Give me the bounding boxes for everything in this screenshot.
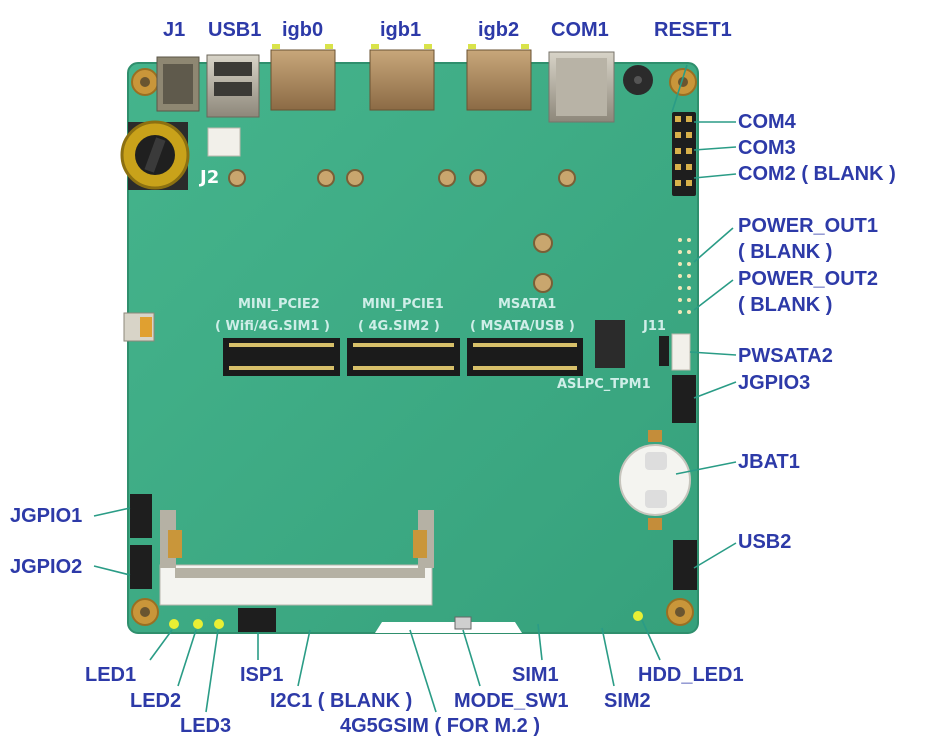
jgpio1-header — [130, 494, 152, 538]
label-4g5gsim: 4G5GSIM ( FOR M.2 ) — [340, 715, 541, 737]
label-usb2: USB2 — [738, 531, 792, 553]
label-power-out2: POWER_OUT2 — [738, 268, 879, 290]
jbat1-battery — [619, 444, 691, 516]
label-sim2: SIM2 — [604, 690, 651, 712]
label-jgpio1: JGPIO1 — [10, 505, 83, 527]
igb2-rj45 — [466, 49, 532, 111]
label-usb1: USB1 — [208, 19, 262, 41]
label-isp1: ISP1 — [240, 664, 284, 686]
hdd-led1 — [633, 611, 643, 621]
silk-mini-pcie1: MINI_PCIE1 — [362, 297, 444, 312]
leader-lines — [93, 64, 737, 713]
label-led2: LED2 — [130, 690, 182, 712]
igb1-rj45 — [369, 49, 435, 111]
label-led1: LED1 — [85, 664, 137, 686]
label-sim1: SIM1 — [512, 664, 559, 686]
label-igb1: igb1 — [380, 19, 422, 41]
usb2-header — [673, 540, 697, 590]
isp1-header — [238, 608, 276, 632]
pwsata2-connector — [671, 333, 691, 371]
label-jgpio2: JGPIO2 — [10, 556, 83, 578]
silk-msata1-sub: ( MSATA/USB ) — [470, 319, 575, 334]
label-led3: LED3 — [180, 715, 232, 737]
label-power-out1: POWER_OUT1 — [738, 215, 879, 237]
led2 — [193, 619, 203, 629]
led3 — [214, 619, 224, 629]
pcb-notch — [375, 622, 522, 633]
label-i2c1: I2C1 ( BLANK ) — [270, 690, 413, 712]
label-reset1: RESET1 — [654, 19, 732, 41]
label-pwsata2: PWSATA2 — [738, 345, 833, 367]
jgpio3-header — [672, 375, 696, 423]
label-com2: COM2 ( BLANK ) — [738, 163, 896, 185]
label-jgpio3: JGPIO3 — [738, 372, 811, 394]
silk-j11: J11 — [643, 319, 666, 334]
j11-header — [659, 336, 669, 366]
mode-sw1 — [454, 616, 472, 630]
power-out-pads — [678, 238, 691, 314]
aslpc-tpm-header — [595, 320, 625, 368]
silk-aslpc-tpm1: ASLPC_TPM1 — [557, 377, 651, 392]
silk-msata1: MSATA1 — [498, 297, 557, 312]
label-igb0: igb0 — [282, 19, 324, 41]
standoffs — [228, 169, 576, 293]
silk-mini-pcie1-sub: ( 4G.SIM2 ) — [358, 319, 440, 334]
j2-connector — [207, 127, 241, 157]
label-com3: COM3 — [738, 137, 796, 159]
silk-mini-pcie2: MINI_PCIE2 — [238, 297, 320, 312]
label-com1: COM1 — [551, 19, 609, 41]
label-mode-sw1: MODE_SW1 — [454, 690, 569, 712]
silk-mini-pcie2-sub: ( Wifi/4G.SIM1 ) — [215, 319, 330, 334]
led1 — [169, 619, 179, 629]
label-jbat1: JBAT1 — [738, 451, 800, 473]
label-com4: COM4 — [738, 111, 796, 133]
igb0-rj45 — [270, 49, 336, 111]
label-j1: J1 — [163, 19, 186, 41]
label-igb2: igb2 — [478, 19, 520, 41]
label-hdd-led1: HDD_LED1 — [638, 664, 744, 686]
silk-j2: J2 — [200, 167, 220, 188]
jgpio2-header — [130, 545, 152, 589]
label-power-out2-blank: ( BLANK ) — [738, 294, 833, 316]
label-power-out1-blank: ( BLANK ) — [738, 241, 833, 263]
